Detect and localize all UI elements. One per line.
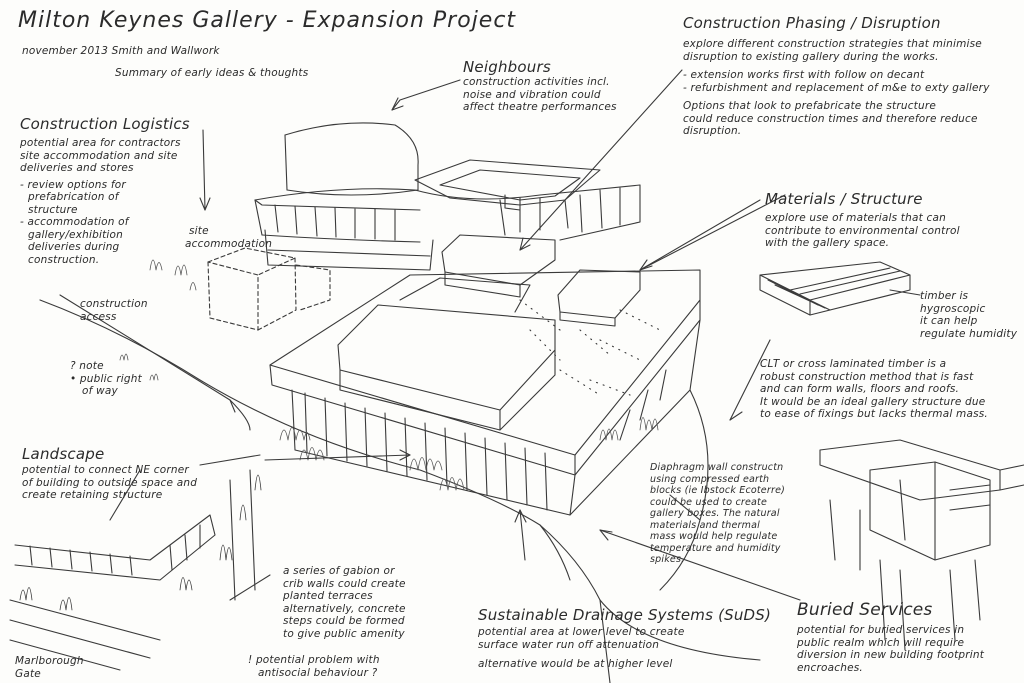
vegetation-scribbles: [119, 259, 659, 491]
date-author-line: november 2013 Smith and Wallwork: [22, 45, 220, 57]
block-wall-sketch: [819, 439, 1024, 651]
construction-logistics-heading: Construction Logistics: [20, 115, 190, 133]
construction-access-label: construction access: [80, 298, 148, 323]
gabion-note: a series of gabion or crib walls could c…: [283, 565, 406, 640]
landscape-note: potential to connect NE corner of buildi…: [22, 464, 198, 501]
buried-services-note: potential for buried services in public …: [797, 624, 985, 674]
construction-phasing-heading: Construction Phasing / Disruption: [683, 14, 941, 32]
new-extension: [269, 234, 701, 516]
landscape-section-sketch: [9, 469, 262, 671]
potential-problem-note: ! potential problem with antisocial beha…: [248, 654, 380, 679]
materials-structure-note: explore use of materials that can contri…: [765, 212, 960, 249]
timber-panel-sketch: [759, 261, 911, 316]
neighbours-heading: Neighbours: [463, 58, 551, 76]
suds-note: potential area at lower level to create …: [478, 626, 685, 670]
site-accommodation-label: site accommodation: [185, 225, 273, 250]
existing-gallery-drum: [284, 122, 419, 196]
suds-heading: Sustainable Drainage Systems (SuDS): [478, 606, 772, 624]
construction-phasing-note: explore different construction strategie…: [683, 38, 990, 137]
clt-note: CLT or cross laminated timber is a robus…: [760, 358, 988, 420]
marlborough-gate-label: Marlborough Gate: [15, 655, 84, 680]
existing-gallery: [254, 159, 641, 271]
site-accommodation-box: [207, 247, 331, 331]
public-right-of-way-note: ? note • public right of way: [70, 360, 142, 397]
summary-line: Summary of early ideas & thoughts: [115, 67, 309, 79]
neighbours-note: construction activities incl. noise and …: [463, 76, 617, 113]
sheet-title: Milton Keynes Gallery - Expansion Projec…: [18, 8, 517, 33]
buried-services-heading: Buried Services: [797, 600, 933, 620]
landscape-heading: Landscape: [22, 445, 105, 463]
construction-logistics-note: potential area for contractors site acco…: [20, 137, 181, 266]
materials-structure-heading: Materials / Structure: [765, 190, 923, 208]
leader-arrows: [59, 69, 921, 601]
diaphragm-wall-note: Diaphragm wall constructn using compress…: [650, 462, 786, 565]
timber-note: timber is hygroscopic it can help regula…: [920, 290, 1018, 340]
